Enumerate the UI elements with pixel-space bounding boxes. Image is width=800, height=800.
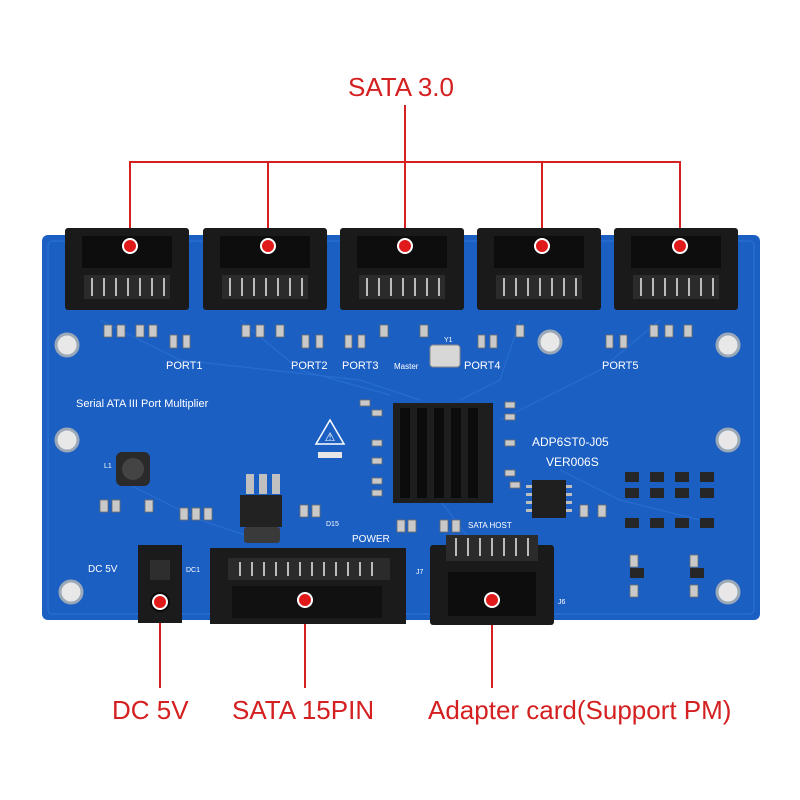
power-label: POWER bbox=[352, 534, 390, 545]
callout-sata-15pin: SATA 15PIN bbox=[232, 695, 375, 725]
model-label: ADP6ST0-J05 bbox=[532, 435, 609, 449]
sata-connector-5 bbox=[614, 228, 738, 310]
sata-host-connector bbox=[430, 535, 554, 625]
sata-connector-4 bbox=[477, 228, 601, 310]
voltage-regulator bbox=[240, 474, 282, 543]
heatsink bbox=[393, 403, 493, 503]
callout-dc-5v: DC 5V bbox=[112, 695, 189, 725]
j6-label: J6 bbox=[558, 599, 566, 606]
sata-connectors bbox=[65, 228, 738, 310]
ic-u4 bbox=[526, 480, 572, 518]
smd-components bbox=[99, 324, 699, 598]
svg-text:⚠: ⚠ bbox=[325, 430, 336, 444]
dc-jack bbox=[138, 545, 182, 623]
crystal-y1 bbox=[429, 344, 461, 368]
mounting-holes bbox=[54, 329, 741, 605]
warning-hot-surface-icon: ⚠ bbox=[314, 418, 346, 458]
silkscreen-labels: Serial ATA III Port Multiplier PORT1 POR… bbox=[76, 337, 638, 606]
dc5v-label: DC 5V bbox=[88, 564, 118, 575]
sata-host-label: SATA HOST bbox=[468, 521, 512, 530]
port3-label: PORT3 bbox=[342, 360, 378, 372]
board-title: Serial ATA III Port Multiplier bbox=[76, 398, 209, 410]
callout-adapter-card: Adapter card(Support PM) bbox=[428, 695, 732, 725]
red-markers bbox=[122, 238, 688, 610]
master-label: Master bbox=[394, 362, 419, 371]
port2-label: PORT2 bbox=[291, 360, 327, 372]
l1-label: L1 bbox=[104, 463, 112, 470]
port4-label: PORT4 bbox=[464, 360, 500, 372]
j7-label: J7 bbox=[416, 569, 424, 576]
y1-label: Y1 bbox=[444, 337, 453, 344]
inductor-l1 bbox=[116, 452, 150, 486]
port5-label: PORT5 bbox=[602, 360, 638, 372]
d15-label: D15 bbox=[326, 521, 339, 528]
version-label: VER006S bbox=[546, 455, 599, 469]
callout-sata-3: SATA 3.0 bbox=[348, 72, 454, 102]
sata-15pin-connector bbox=[210, 548, 406, 624]
transistor-array bbox=[625, 472, 714, 578]
dc1-label: DC1 bbox=[186, 567, 200, 574]
port1-label: PORT1 bbox=[166, 360, 202, 372]
